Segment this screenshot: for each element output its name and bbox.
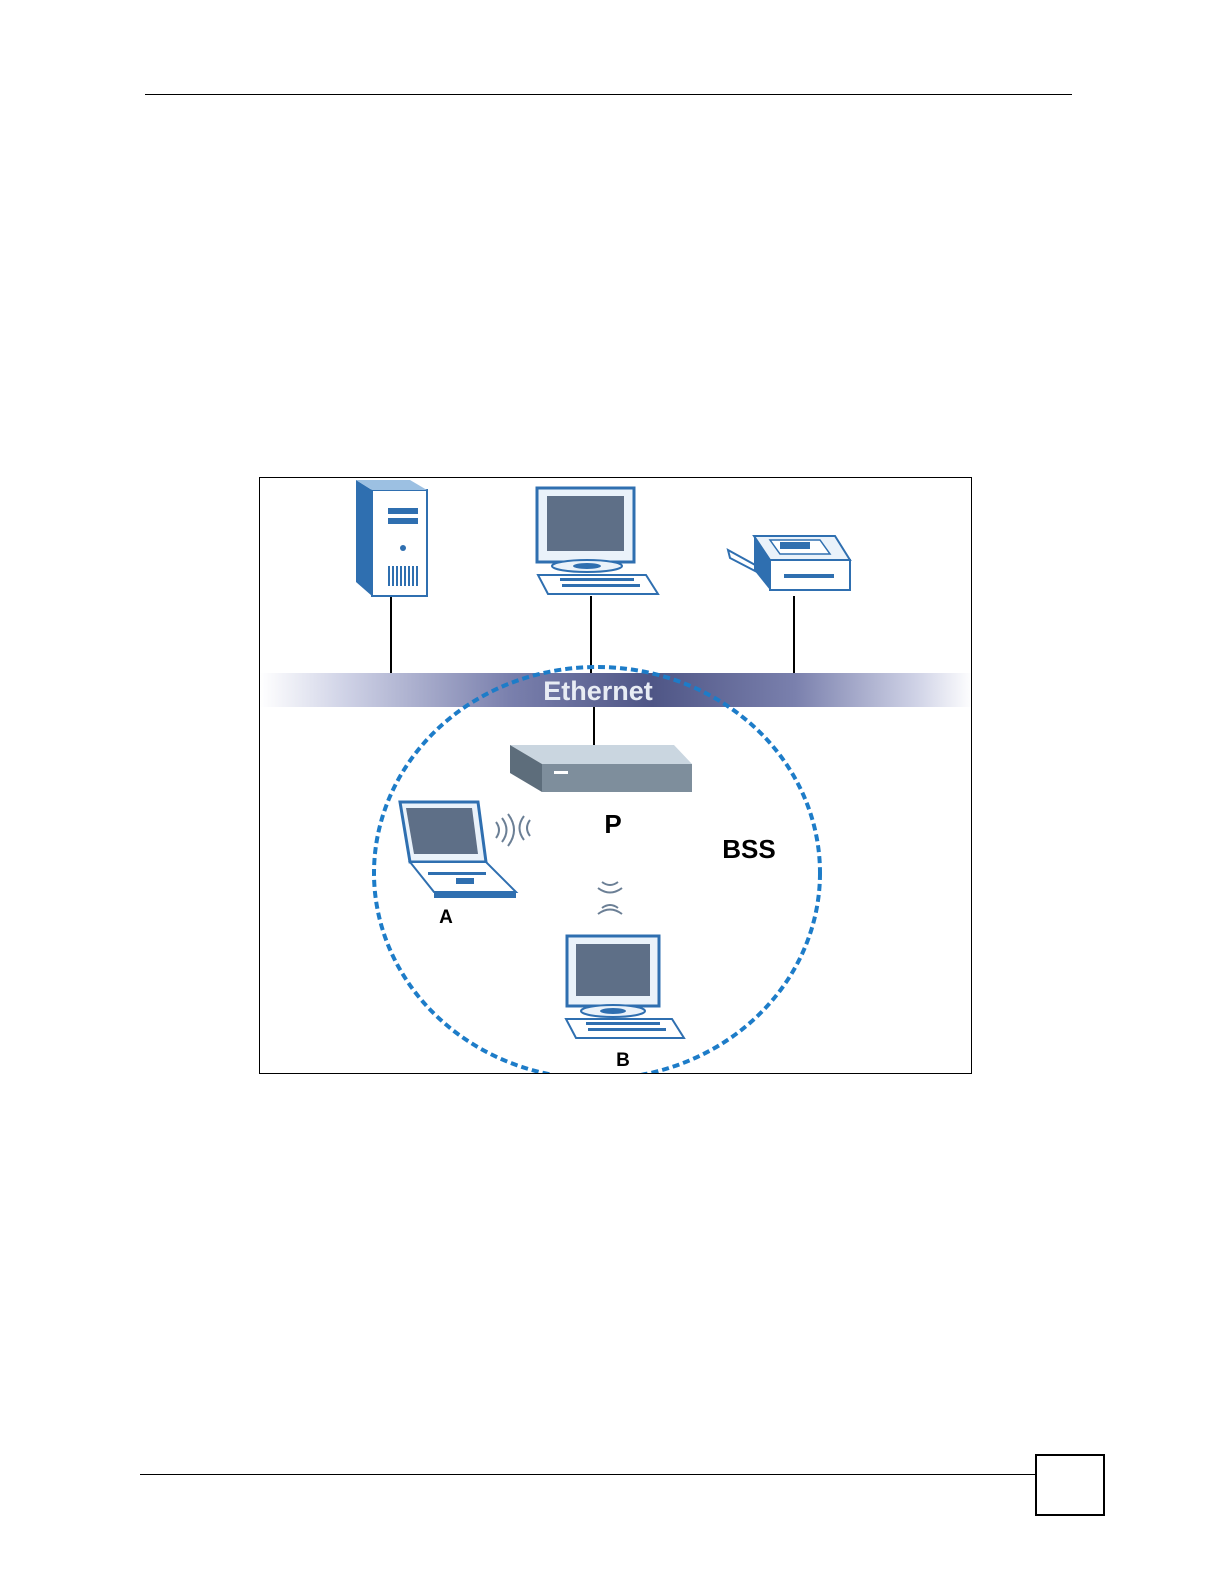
bss-label: BSS bbox=[722, 834, 775, 864]
access-point-icon bbox=[510, 745, 692, 792]
footer-rule bbox=[140, 1474, 1035, 1475]
header-rule bbox=[145, 94, 1072, 95]
printer-icon bbox=[728, 536, 850, 590]
wireless-signal-icon bbox=[598, 882, 622, 914]
station-b-label: B bbox=[616, 1050, 630, 1071]
diagram-canvas: Ethernet bbox=[260, 478, 972, 1074]
server-icon bbox=[356, 480, 427, 596]
laptop-icon bbox=[400, 802, 516, 898]
desktop-computer-icon bbox=[566, 936, 684, 1038]
page-number-box bbox=[1035, 1454, 1105, 1516]
access-point-label: P bbox=[604, 809, 621, 839]
network-diagram: Ethernet bbox=[259, 477, 972, 1074]
ethernet-label: Ethernet bbox=[543, 676, 653, 706]
desktop-computer-icon bbox=[537, 488, 658, 594]
wireless-signal-icon bbox=[496, 814, 530, 846]
station-a-label: A bbox=[439, 907, 453, 928]
